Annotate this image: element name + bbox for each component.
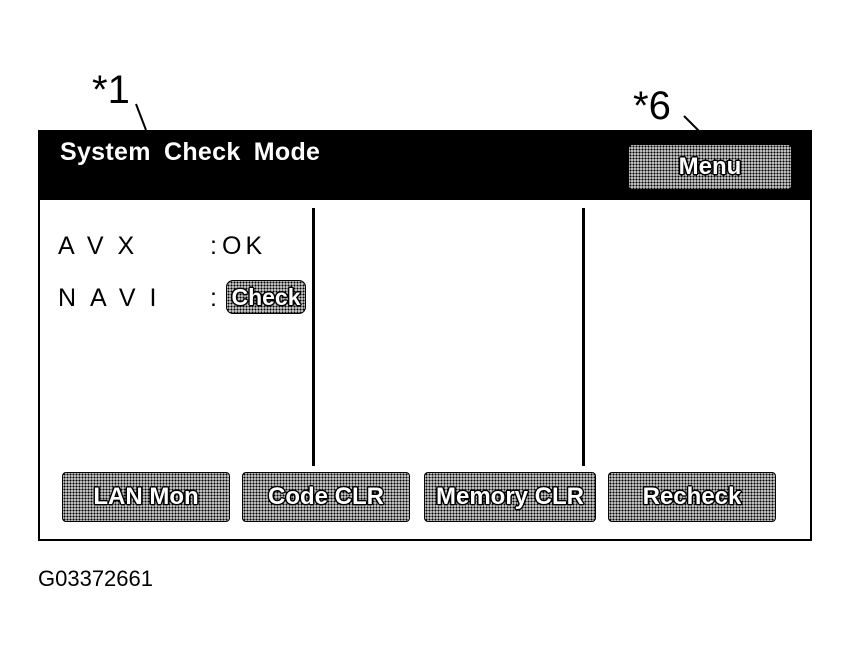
status-row-avx: AVX:OK: [58, 232, 266, 262]
column-divider-left: [312, 208, 315, 466]
status-colon-navi: :: [210, 284, 217, 312]
leader-line-1: [135, 103, 147, 131]
navi-check-button[interactable]: Check: [226, 280, 306, 314]
code-clr-button[interactable]: Code CLR: [242, 472, 410, 522]
status-colon-avx: :: [210, 232, 217, 260]
callout-6: *6: [633, 84, 671, 128]
status-row-navi: NAVI:: [58, 284, 222, 314]
recheck-button[interactable]: Recheck: [608, 472, 776, 522]
memory-clr-button[interactable]: Memory CLR: [424, 472, 596, 522]
title-bar: System Check Mode Menu: [40, 132, 810, 200]
system-check-screen: System Check Mode Menu AVX:OK NAVI: Chec…: [38, 130, 812, 541]
status-label-avx: AVX: [58, 232, 149, 260]
menu-button[interactable]: Menu: [628, 144, 792, 190]
column-divider-right: [582, 208, 585, 466]
lan-mon-button[interactable]: LAN Mon: [62, 472, 230, 522]
leader-line-6: [683, 115, 701, 133]
status-value-avx: OK: [222, 232, 267, 260]
callout-1: *1: [92, 68, 130, 112]
status-label-navi: NAVI: [58, 284, 171, 312]
figure-caption: G03372661: [38, 566, 153, 591]
screen-title: System Check Mode: [60, 138, 321, 166]
